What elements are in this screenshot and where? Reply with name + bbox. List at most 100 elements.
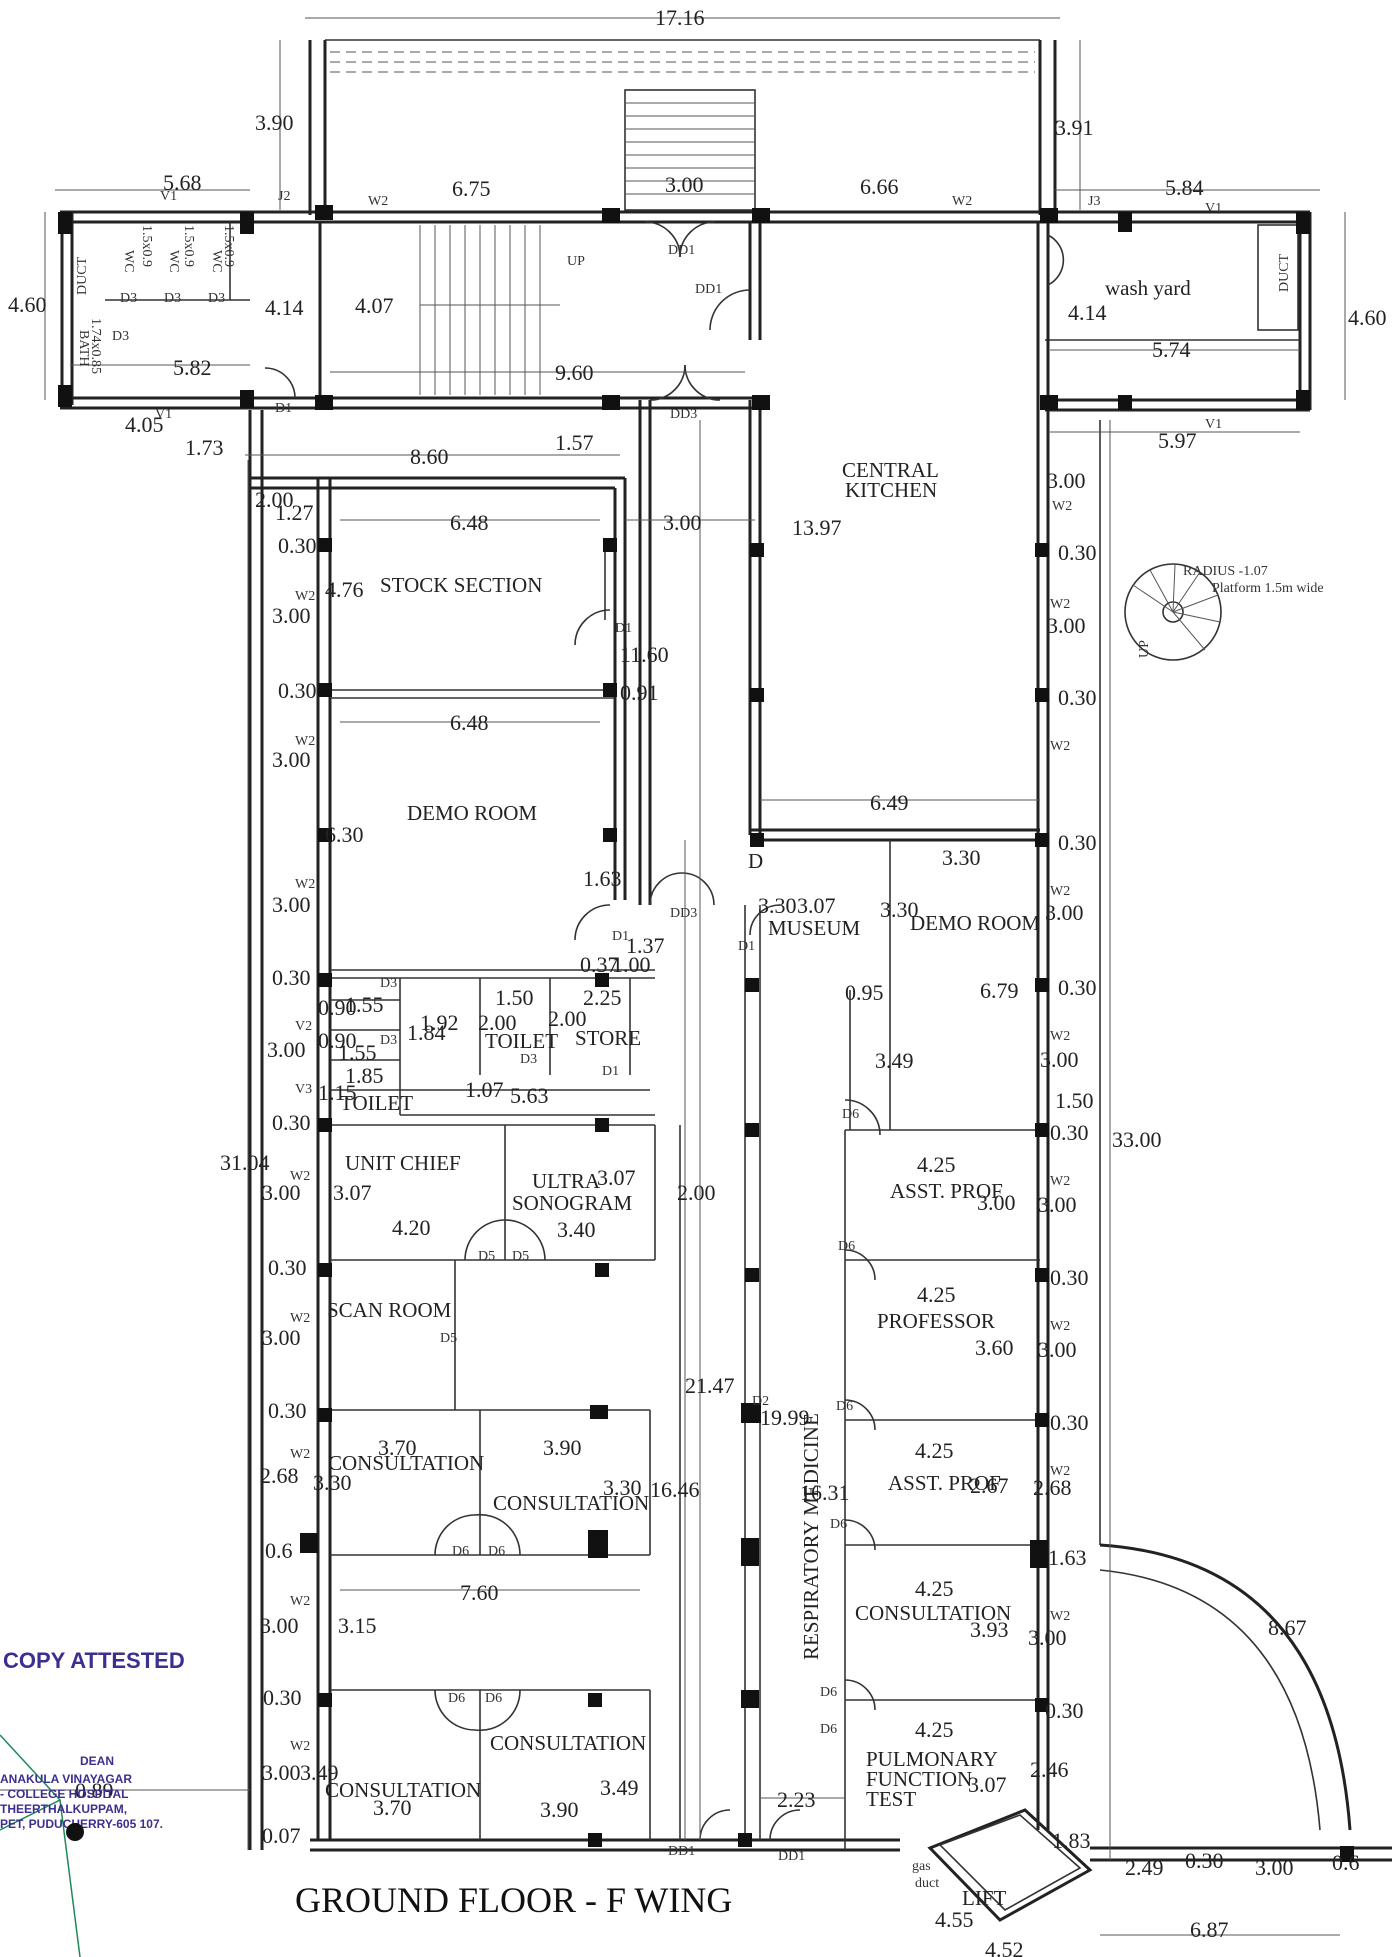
dim-label: 3.90 (540, 1797, 579, 1822)
consultation-label-3: CONSULTATION (855, 1601, 1011, 1625)
dim-label: 11.60 (620, 642, 669, 667)
dim-label: 3.60 (975, 1335, 1014, 1360)
dim-label: 1.92 (420, 1010, 459, 1035)
dim-label: 3.00 (1028, 1625, 1067, 1650)
professor-label: PROFESSOR (877, 1309, 995, 1333)
dim-label: 4.60 (1348, 305, 1387, 330)
door-tag: D6 (842, 1107, 859, 1122)
scan-room-label: SCAN ROOM (327, 1298, 452, 1322)
dim-label: 0.95 (845, 980, 884, 1005)
wc-tag: WC (121, 250, 136, 273)
radius-note: RADIUS -1.07 (1183, 564, 1268, 579)
dim-label: 1.55 (338, 1040, 377, 1065)
door-tag: D5 (478, 1249, 495, 1264)
door-tag: DD3 (670, 906, 697, 921)
door-tag: D3 (380, 976, 397, 991)
dim-label: 4.55 (935, 1907, 974, 1932)
bath-tag: BATH (76, 330, 91, 367)
dim-label: 0.30 (1050, 1410, 1089, 1435)
respiratory-medicine-label: RESPIRATORY MEDICINE (799, 1413, 823, 1660)
dim-label: 8.67 (1268, 1615, 1307, 1640)
gas-label: gas (912, 1859, 931, 1874)
dim-label: 3.30 (880, 897, 919, 922)
dim-label: 3.30 (758, 893, 797, 918)
dim-label: 4.14 (1068, 300, 1107, 325)
dim-label: 3.00 (272, 747, 311, 772)
dim-label: 1.27 (275, 500, 314, 525)
dim-label: 1.63 (583, 866, 622, 891)
dim-label: 5.74 (1152, 337, 1191, 362)
dim-label: 3.15 (338, 1613, 377, 1638)
door-tag: DD1 (695, 282, 722, 297)
wc-tag: WC (209, 250, 224, 273)
dim-label: 3.90 (255, 110, 294, 135)
dim-label: 3.93 (970, 1617, 1009, 1642)
door-tag: D3 (208, 291, 225, 306)
stamp-line-1: DEAN (80, 1754, 114, 1768)
consultation-label-2: CONSULTATION (493, 1491, 649, 1515)
dim-label: 0.30 (1045, 1698, 1084, 1723)
window-tag: V1 (1205, 201, 1222, 216)
dim-label: 1.37 (626, 933, 665, 958)
window-tag: W2 (1050, 1609, 1070, 1624)
dim-label: 1.85 (345, 1063, 384, 1088)
dim-label: 3.00 (1047, 613, 1086, 638)
window-tag: W2 (1050, 1464, 1070, 1479)
dim-label: 4.20 (392, 1215, 431, 1240)
dim-label: 3.07 (597, 1165, 636, 1190)
dim-label: 3.07 (797, 893, 836, 918)
dim-label: 6.66 (860, 174, 899, 199)
door-tag: DD1 (668, 1844, 695, 1859)
dim-label: 2.00 (677, 1180, 716, 1205)
dim-label: 3.49 (600, 1775, 639, 1800)
window-tag: W2 (1050, 1174, 1070, 1189)
dim-label: 0.30 (272, 965, 311, 990)
spiral-up-label: UP (1137, 640, 1152, 658)
dim-label: 3.00 (1045, 900, 1084, 925)
dim-label: 3.91 (1055, 115, 1094, 140)
dim-label: 2.23 (777, 1787, 816, 1812)
door-tag: D3 (112, 329, 129, 344)
duct-label: duct (915, 1876, 939, 1891)
central-kitchen-label-1: CENTRAL (842, 458, 939, 482)
dim-label: 3.00 (977, 1190, 1016, 1215)
door-tag: DD3 (670, 407, 697, 422)
store-label: STORE (575, 1026, 641, 1050)
dimension-lines (0, 17, 1346, 1936)
dim-label: 3.30 (942, 845, 981, 870)
door-tag: D (748, 849, 763, 873)
window-tag: V1 (1205, 417, 1222, 432)
dim-label: 3.70 (378, 1435, 417, 1460)
dim-label: 0.30 (272, 1110, 311, 1135)
dim-label: 2.49 (1125, 1855, 1164, 1880)
dim-label: 5.63 (510, 1083, 549, 1108)
dim-label: 13.97 (792, 515, 842, 540)
unit-chief-label: UNIT CHIEF (345, 1151, 461, 1175)
dim-label: 9.60 (555, 360, 594, 385)
dim-label: 0.6 (1332, 1850, 1360, 1875)
demo-room-left-label: DEMO ROOM (407, 801, 537, 825)
dim-label: 6.49 (870, 790, 909, 815)
dim-label: 1.83 (1052, 1828, 1091, 1853)
dim-label: 4.25 (917, 1152, 956, 1177)
pulmonary-label-1: PULMONARY (866, 1747, 998, 1771)
door-tag: DD1 (668, 243, 695, 258)
dim-label: 3.90 (543, 1435, 582, 1460)
door-tag: DD1 (778, 1849, 805, 1864)
dimension-labels: 17.16 3.90 3.91 5.68 6.75 3.00 6.66 5.84… (8, 5, 1387, 1957)
stock-section-label: STOCK SECTION (380, 573, 542, 597)
lift-label: LIFT (962, 1886, 1007, 1910)
dim-label: 33.00 (1112, 1127, 1162, 1152)
dim-label: 1.55 (345, 992, 384, 1017)
dim-label: 3.00 (262, 1760, 301, 1785)
window-tag: W2 (1050, 739, 1070, 754)
dim-label: 3.00 (1255, 1855, 1294, 1880)
staircase (419, 89, 1222, 661)
window-tag: W2 (290, 1594, 310, 1609)
window-tag: W2 (1050, 884, 1070, 899)
dim-label: 1.63 (1048, 1545, 1087, 1570)
door-tag: D6 (485, 1691, 502, 1706)
dim-label: 3.00 (272, 892, 311, 917)
door-tag: D3 (164, 291, 181, 306)
wc-tag: WC (166, 250, 181, 273)
